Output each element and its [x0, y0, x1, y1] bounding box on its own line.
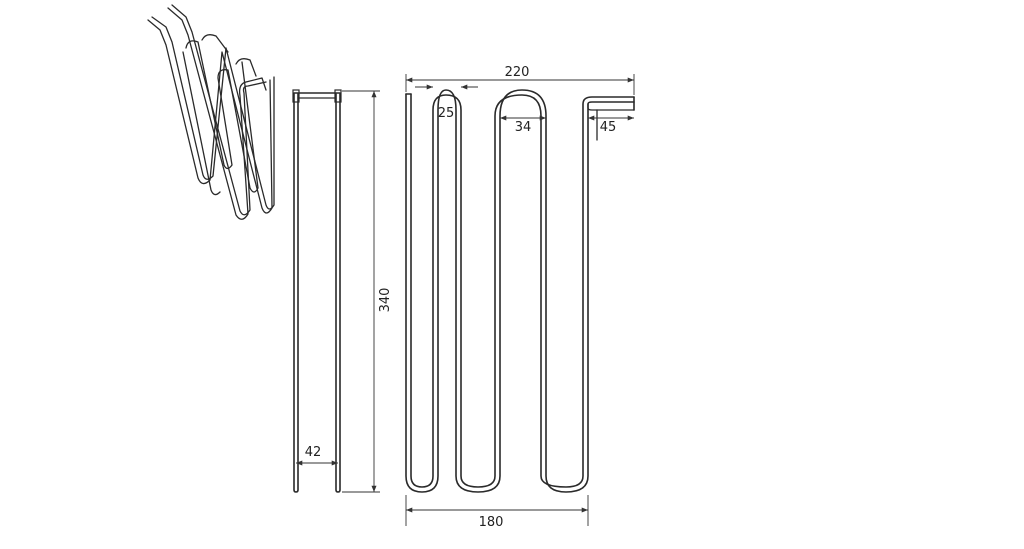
side-left-cap [292, 89, 300, 103]
iso-wire-2 [151, 16, 275, 210]
dim-220-label: 220 [505, 65, 530, 80]
iso-loop-4 [235, 58, 257, 77]
front-terminal-joint [587, 103, 598, 111]
front-view: 220 25 34 45 180 [405, 65, 635, 530]
side-view: 340 42 [292, 89, 393, 493]
iso-loop-3 [201, 34, 229, 53]
iso-loop-2 [182, 51, 221, 196]
dim-45-label: 45 [600, 120, 617, 135]
iso-wire-1 [147, 19, 273, 214]
dim-25-label: 25 [438, 106, 455, 121]
side-right-leg [335, 93, 341, 493]
iso-wire-4 [171, 4, 267, 216]
dim-180-label: 180 [479, 515, 504, 530]
side-left-leg [293, 93, 299, 493]
isometric-view [147, 4, 275, 220]
dim-340-label: 340 [378, 288, 393, 313]
iso-loop-1 [185, 40, 259, 193]
iso-wire-3 [167, 7, 267, 220]
front-tube-outer [405, 89, 635, 493]
front-tube-inner [410, 93, 635, 488]
dim-34-label: 34 [515, 120, 532, 135]
dim-42-label: 42 [305, 445, 322, 460]
side-right-cap [334, 89, 342, 103]
